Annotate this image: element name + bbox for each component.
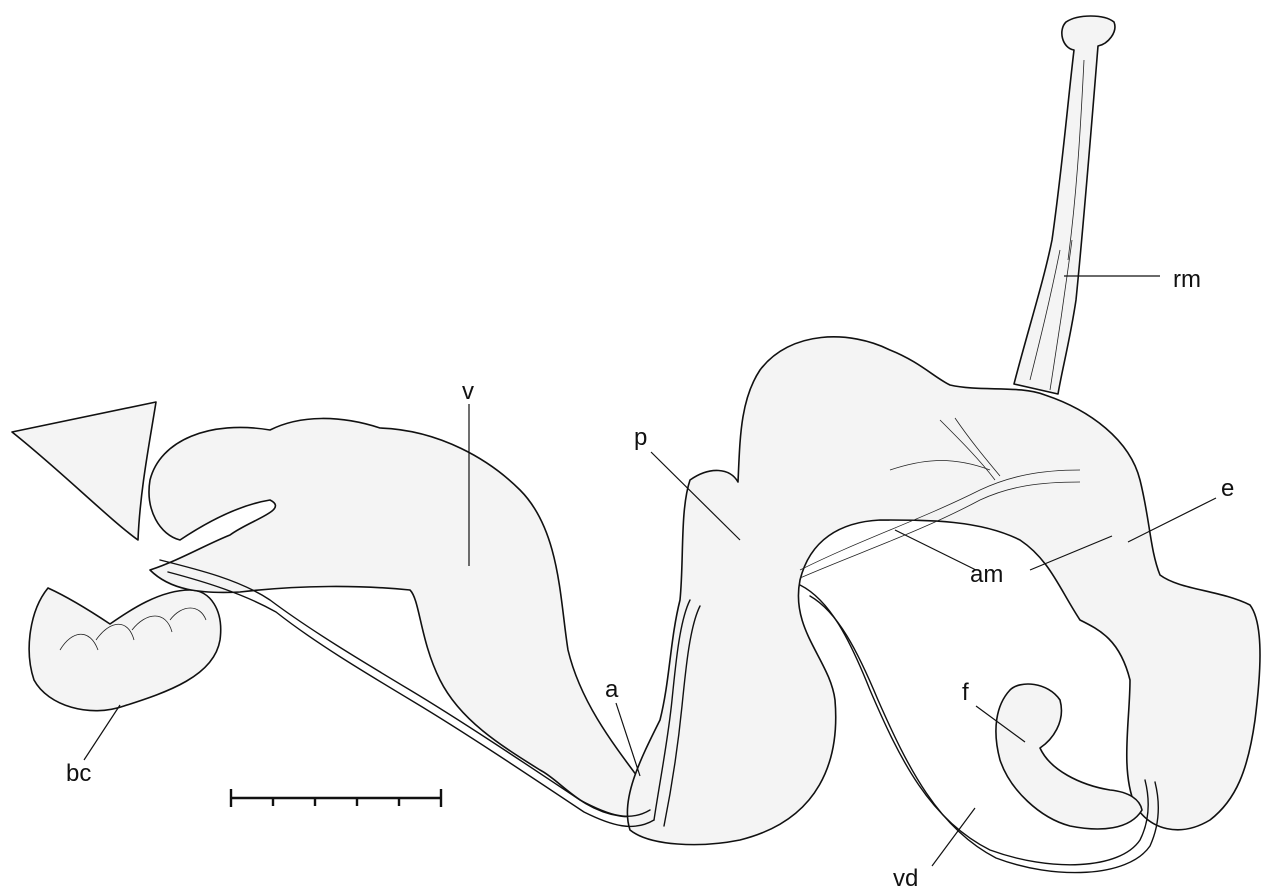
- label-e: e: [1221, 475, 1234, 502]
- label-a: a: [605, 676, 619, 703]
- penis: [627, 337, 1260, 845]
- atrium-opening: [12, 402, 156, 540]
- flagellum: [996, 684, 1142, 829]
- label-am: am: [970, 561, 1003, 588]
- label-p: p: [634, 424, 647, 451]
- label-vd: vd: [893, 865, 918, 888]
- label-bc: bc: [66, 760, 91, 787]
- bursa-copulatrix: [29, 588, 221, 711]
- label-v: v: [462, 378, 474, 405]
- retractor-muscle: [1014, 16, 1115, 394]
- label-rm: rm: [1173, 266, 1201, 293]
- scale-bar: [231, 789, 441, 807]
- label-f: f: [962, 679, 969, 706]
- vagina: [149, 418, 644, 816]
